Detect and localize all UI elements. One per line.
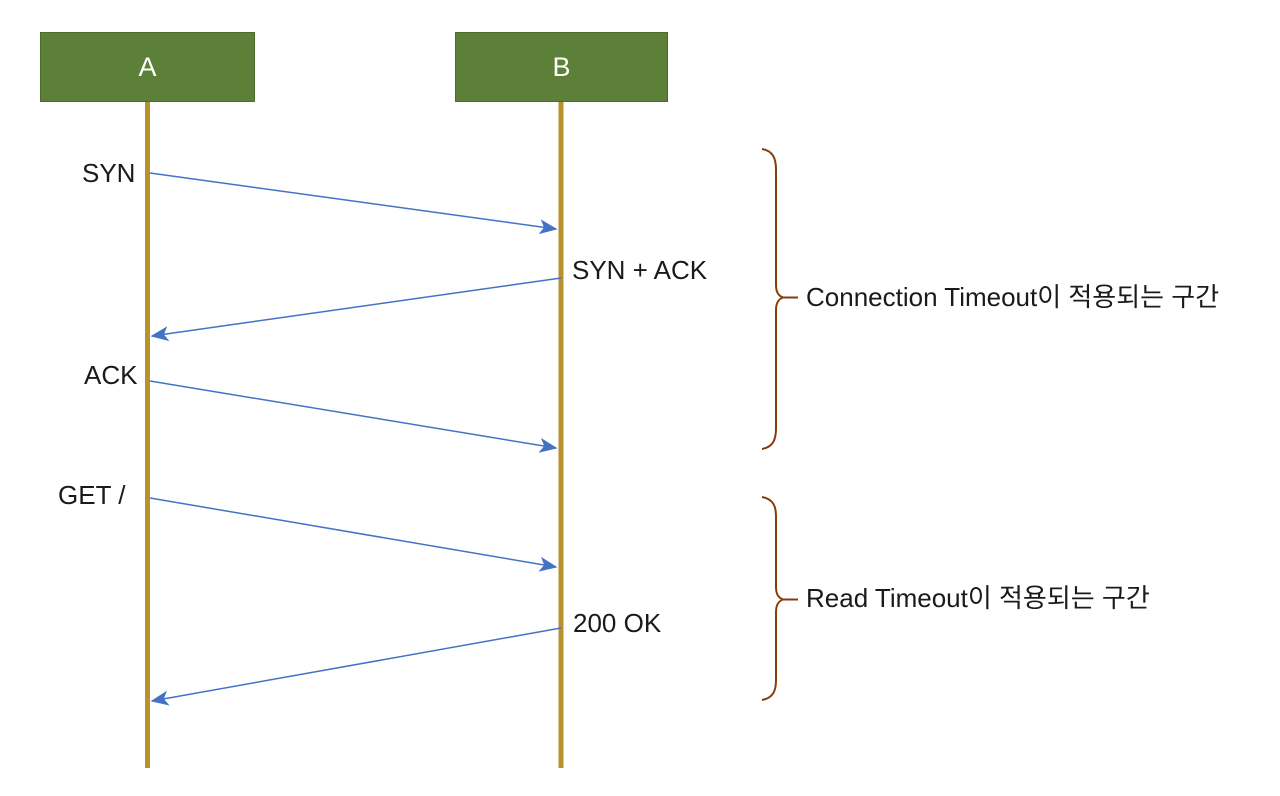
get-arrow (149, 497, 558, 572)
get-label: GET / (58, 480, 126, 510)
connection-timeout-bracket (761, 148, 798, 450)
read-timeout-bracket (761, 496, 798, 701)
participant-label-b: B (552, 51, 571, 82)
participant-box-b: B (455, 32, 668, 102)
ok-label: 200 OK (573, 608, 662, 638)
ack-arrow (149, 380, 558, 453)
syn-arrow (149, 172, 558, 235)
participant-box-a: A (40, 32, 255, 102)
syn-ack-label: SYN + ACK (572, 255, 708, 285)
participant-label-a: A (138, 51, 157, 82)
ok-arrow (150, 627, 562, 706)
connection-timeout-annotation: Connection Timeout이 적용되는 구간 (806, 282, 1220, 312)
syn-label: SYN (82, 158, 136, 188)
syn-ack-arrow (150, 277, 562, 342)
ack-label: ACK (84, 360, 138, 390)
read-timeout-annotation: Read Timeout이 적용되는 구간 (806, 583, 1150, 613)
